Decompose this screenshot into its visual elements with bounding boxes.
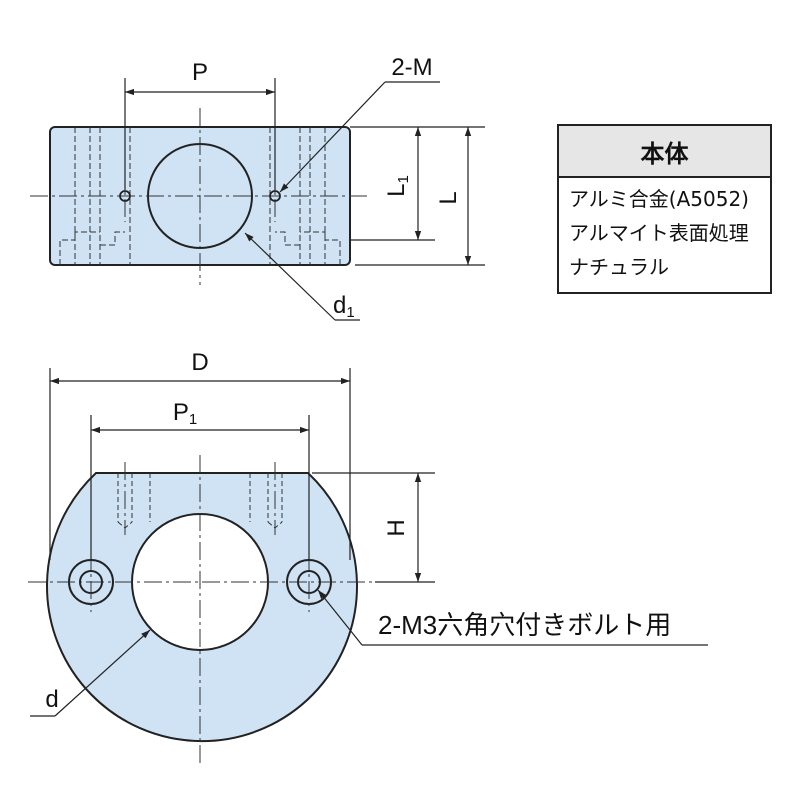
spec-table-header: 本体 — [559, 126, 770, 178]
material-spec-table: 本体 アルミ合金(A5052) アルマイト表面処理 ナチュラル — [557, 124, 772, 294]
leader-d1 — [244, 232, 360, 321]
front-hidden-threads — [117, 473, 283, 529]
spec-line-finish: ナチュラル — [569, 255, 669, 279]
label-bolt-note: 2-M3六角穴付きボルト用 — [378, 610, 671, 640]
top-view: P 2-M L1 L d1 — [30, 54, 485, 321]
svg-text:L: L — [435, 191, 462, 204]
dim-H — [312, 472, 435, 583]
label-D: D — [191, 349, 208, 376]
label-H: H — [383, 519, 410, 536]
label-2M: 2-M — [391, 54, 432, 81]
dim-D — [49, 368, 351, 560]
front-center-lines — [28, 455, 372, 765]
leader-bolt-note — [317, 589, 708, 646]
leader-d — [30, 629, 151, 717]
dim-L1-L — [350, 126, 485, 266]
label-P: P — [192, 59, 208, 86]
dim-P1 — [90, 415, 310, 560]
label-L: L — [435, 191, 462, 204]
label-P1: P1 — [173, 399, 197, 428]
svg-text:L1: L1 — [383, 175, 412, 197]
spec-table-body: アルミ合金(A5052) アルマイト表面処理 ナチュラル — [559, 178, 770, 284]
dim-P — [124, 78, 276, 190]
label-L1: L1 — [383, 175, 412, 197]
svg-text:H: H — [383, 519, 410, 536]
label-d: d — [45, 686, 58, 713]
front-view: D P1 H 2-M3六角穴付きボルト用 d — [28, 349, 708, 765]
leader-2M — [279, 81, 440, 193]
label-d1: d1 — [333, 292, 355, 321]
spec-line-material: アルミ合金(A5052) — [569, 187, 749, 211]
spec-line-treatment: アルマイト表面処理 — [569, 221, 749, 245]
